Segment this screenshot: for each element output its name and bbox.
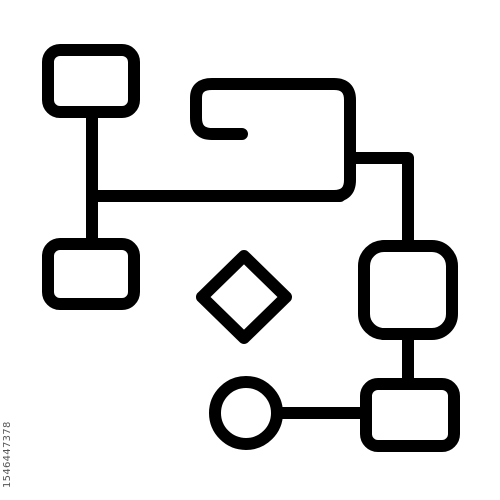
bottom-left-box [42, 238, 140, 310]
right-rounded-box [358, 240, 458, 340]
circle-node [209, 376, 283, 450]
bottom-right-box [360, 378, 460, 452]
diamond-node [196, 250, 292, 344]
top-left-box [42, 44, 140, 118]
process-box [86, 78, 356, 202]
connector-process-to-right-box [344, 152, 414, 252]
stock-id-text: 1546447378 [2, 421, 13, 488]
